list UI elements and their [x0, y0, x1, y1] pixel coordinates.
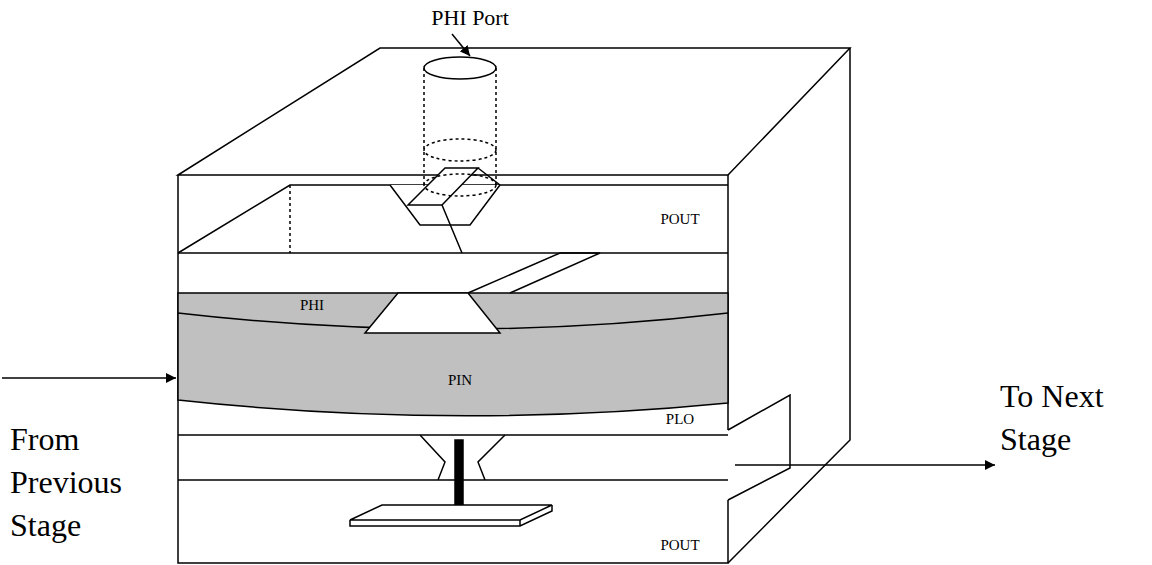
upper-slab-edge — [178, 252, 728, 254]
flow-in-arrow — [2, 377, 176, 379]
lower-slab-bottom — [178, 479, 728, 481]
port-label: PHI Port — [431, 5, 509, 31]
hidden-edge — [289, 185, 291, 253]
phi-orifice — [365, 293, 500, 333]
pressure-label: POUT — [660, 536, 699, 554]
port-opening — [424, 57, 496, 79]
housing-right-face — [728, 48, 850, 563]
pin-chamber — [178, 293, 728, 416]
port-bore — [424, 68, 496, 185]
port-bore-ring — [424, 139, 496, 161]
valve-plate-edge — [350, 505, 552, 526]
lower-slab-edge — [178, 434, 728, 436]
pointer-arrow — [452, 34, 470, 56]
upper-flap-edge — [442, 168, 500, 253]
upper-plane — [178, 185, 728, 253]
flow-label: To Next Stage — [1000, 375, 1140, 461]
pressure-label: PHI — [300, 296, 324, 314]
flow-label: From Previous Stage — [10, 418, 160, 548]
valve-stem — [455, 440, 463, 512]
orifice-wall — [468, 253, 600, 293]
port-bore-ring — [424, 174, 496, 196]
pressure-label: POUT — [660, 210, 699, 228]
housing-top-face — [178, 48, 850, 175]
pressure-label: PIN — [448, 371, 472, 389]
outlet-notch — [728, 395, 790, 500]
valve-plate — [350, 505, 552, 520]
flow-out-arrow — [735, 464, 995, 466]
pressure-label: PLO — [666, 410, 694, 428]
